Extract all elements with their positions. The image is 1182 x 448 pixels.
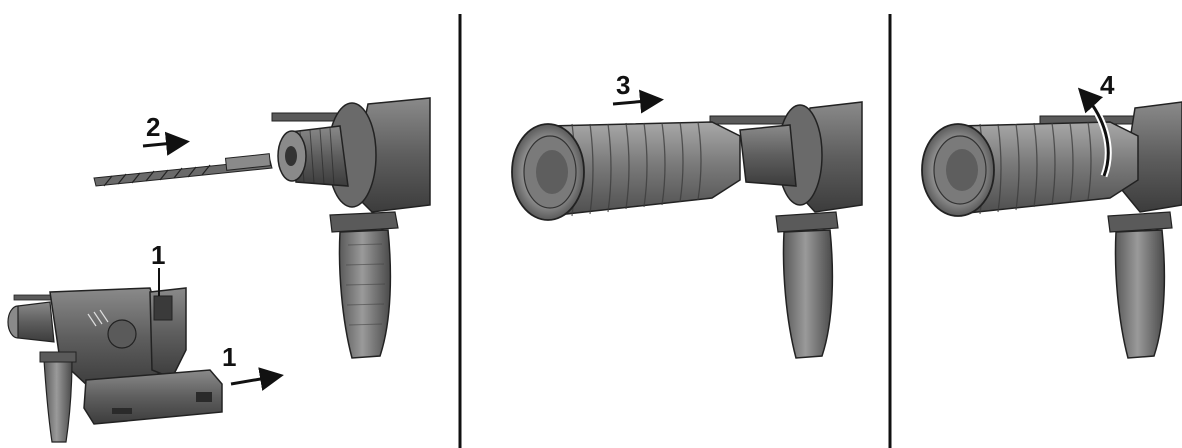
dust-bellows-icon: [511, 121, 741, 221]
panel-3: 4: [921, 70, 1182, 359]
step-4-label: 4: [1100, 70, 1115, 100]
step-3-label: 3: [616, 70, 630, 100]
rotary-hammer-drill-front: [1039, 101, 1182, 359]
side-handle-icon: [782, 229, 834, 359]
dust-bellows-icon: [921, 121, 1139, 217]
side-handle-icon: [1114, 229, 1166, 359]
rotary-hammer-drill-front: [709, 101, 863, 359]
step-1-label-release: 1: [151, 240, 165, 270]
step-2-label: 2: [146, 112, 160, 142]
rotary-hammer-drill-small: [7, 287, 223, 443]
rotary-hammer-drill-front: [271, 97, 431, 359]
panel-1: 2: [7, 97, 431, 443]
arrow-remove-battery: [230, 367, 284, 391]
panel-2: 3: [511, 70, 863, 359]
arrow-attach-bellows: [612, 89, 664, 114]
drill-bit-icon: [93, 153, 273, 187]
side-handle-icon: [338, 229, 392, 359]
step-1-label-remove: 1: [222, 342, 236, 372]
arrow-insert-bit: [142, 131, 190, 156]
